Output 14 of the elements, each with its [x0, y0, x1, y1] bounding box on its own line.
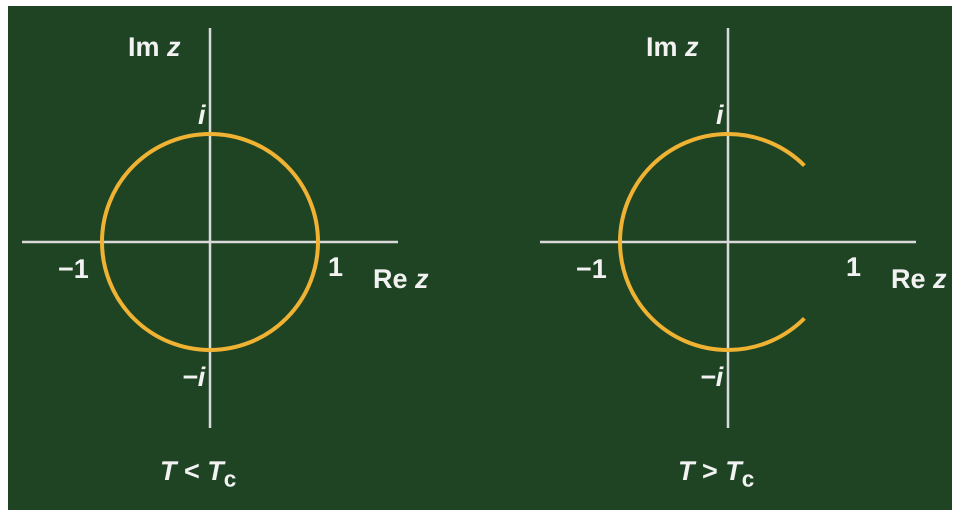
tick-label: −i: [700, 364, 724, 391]
axis-label: Im z: [646, 34, 699, 61]
tick-label: −i: [182, 364, 206, 391]
tick-label: 1: [328, 254, 344, 281]
condition-label: T > T$_{c}$: [678, 458, 754, 491]
condition-label: T < T$_{c}$: [160, 458, 236, 491]
tick-label: i: [198, 102, 206, 129]
tick-label: 1: [846, 254, 862, 281]
axis-label: Re z: [891, 266, 947, 293]
tick-label: −1: [58, 256, 89, 283]
axis-label: Re z: [373, 266, 429, 293]
axis-label: Im z: [128, 34, 181, 61]
tick-label: −1: [576, 256, 607, 283]
tick-label: i: [716, 102, 724, 129]
